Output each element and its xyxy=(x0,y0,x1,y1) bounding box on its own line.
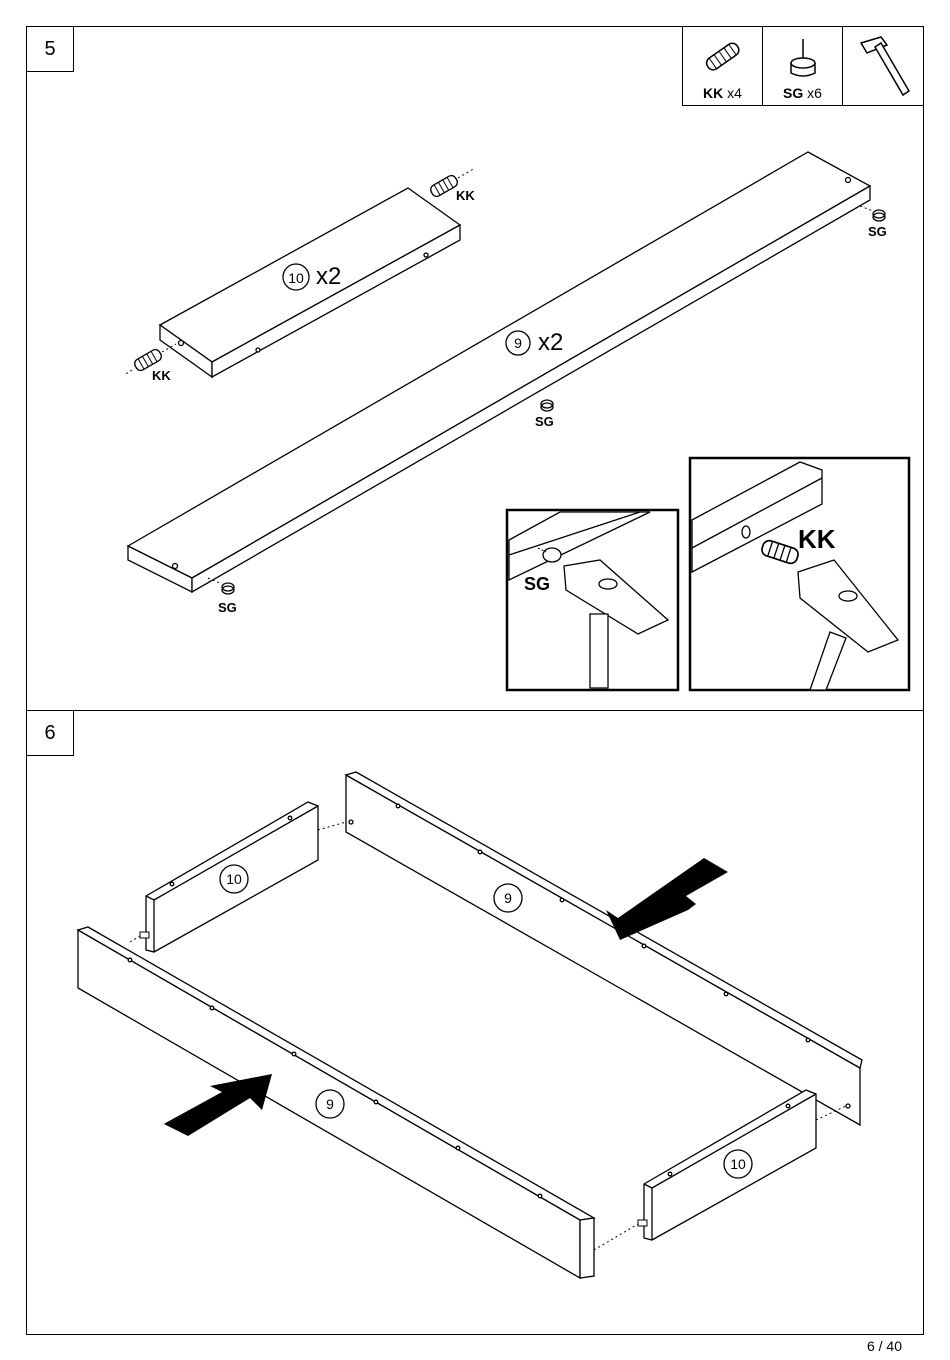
front-board-9-ref: 9 xyxy=(326,1096,334,1112)
right-board-10-ref: 10 xyxy=(730,1156,746,1172)
page-number: 6 / 40 xyxy=(867,1338,902,1354)
push-arrow-icon xyxy=(606,858,728,940)
board-10-qty: x2 xyxy=(316,263,341,290)
left-board-10-ref: 10 xyxy=(226,871,242,887)
nail-glide-icon xyxy=(873,210,885,221)
detail-kk-label: KK xyxy=(798,524,836,554)
dowel-icon xyxy=(638,1220,647,1226)
back-board-9-ref: 9 xyxy=(504,890,512,906)
sg-callout-left: SG xyxy=(218,600,237,615)
board-10-ref: 10 xyxy=(288,270,304,286)
back-board-9-drawing xyxy=(346,772,862,1125)
kk-callout-top: KK xyxy=(456,188,475,203)
detail-kk-box xyxy=(690,458,909,690)
nail-glide-icon xyxy=(541,400,553,411)
sg-callout-mid: SG xyxy=(535,414,554,429)
detail-sg-box xyxy=(507,510,678,690)
sg-callout-right: SG xyxy=(868,224,887,239)
push-arrow-icon xyxy=(160,1074,272,1136)
dowel-icon xyxy=(140,932,149,938)
dowel-icon xyxy=(429,174,459,198)
board-10-drawing xyxy=(160,188,460,377)
board-9-qty: x2 xyxy=(538,329,563,356)
kk-callout-left: KK xyxy=(152,368,171,383)
detail-sg-label: SG xyxy=(524,574,550,594)
nail-glide-icon xyxy=(222,583,234,594)
board-9-ref: 9 xyxy=(514,335,522,351)
